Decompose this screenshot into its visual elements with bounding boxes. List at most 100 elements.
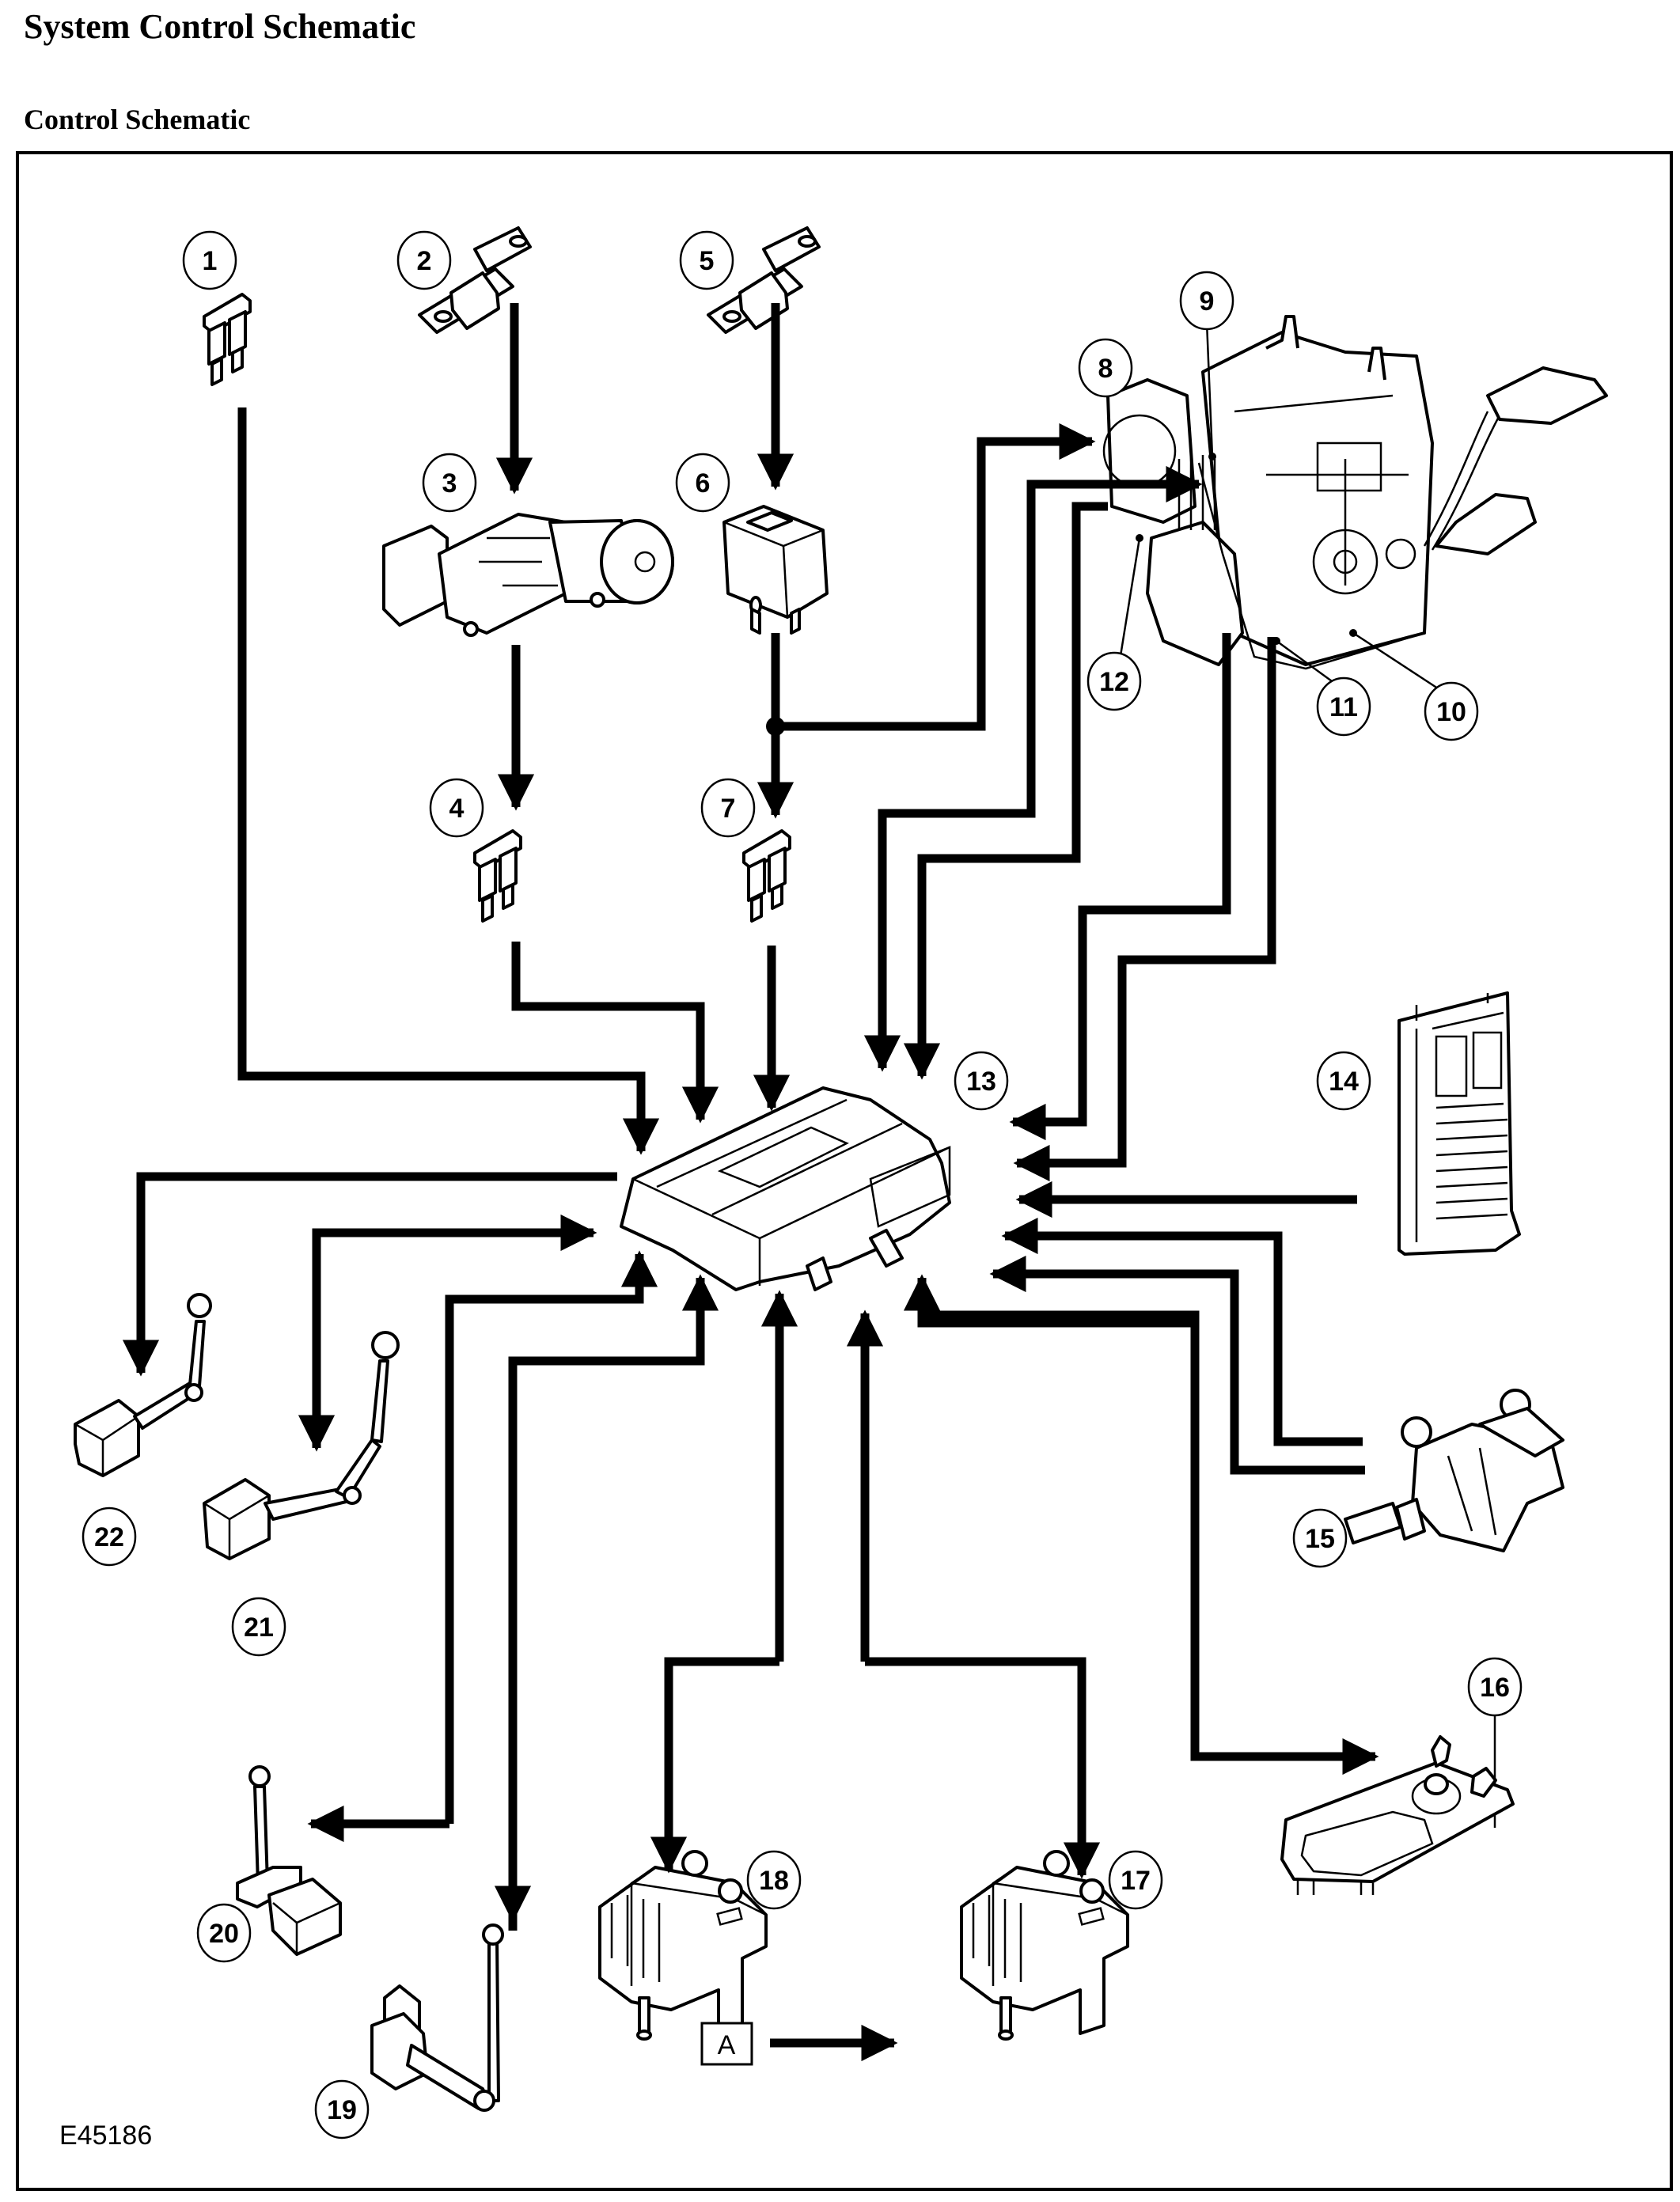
callout-circle xyxy=(429,778,484,838)
component-15-valve-block xyxy=(1344,1389,1564,1552)
component-5-megafuse xyxy=(707,226,821,334)
callout-22: 22 xyxy=(82,1507,137,1567)
callout-4: 4 xyxy=(429,778,484,838)
component-7-fuse xyxy=(742,829,791,923)
wire-20-to-13 xyxy=(445,1250,658,1824)
callout-number: 13 xyxy=(966,1067,996,1097)
callout-circle xyxy=(231,1597,286,1657)
callout-number: 9 xyxy=(1200,286,1215,316)
callout-number: 12 xyxy=(1099,667,1129,697)
wire-16-to-13 xyxy=(903,1274,1200,1329)
callout-circle xyxy=(1078,338,1133,398)
callout-circle xyxy=(422,453,477,513)
callout-number: 1 xyxy=(203,246,218,276)
callout-circle xyxy=(82,1507,137,1567)
wire-10-to-13 xyxy=(1009,633,1231,1141)
wire-1-to-13 xyxy=(237,407,660,1155)
callout-18: 18 xyxy=(746,1850,802,1910)
wire-13-to-21 xyxy=(298,1228,593,1452)
callout-circle xyxy=(1424,681,1479,741)
callout-5: 5 xyxy=(679,230,734,290)
callout-number: 19 xyxy=(327,2095,357,2125)
callout-circle xyxy=(182,230,237,290)
component-13-control-module xyxy=(620,1086,951,1291)
signal-wires xyxy=(122,303,1379,2062)
callout-number: 8 xyxy=(1098,354,1113,384)
callout-10: 10 xyxy=(1424,681,1479,741)
callout-number: 6 xyxy=(696,468,711,498)
figure-frame xyxy=(16,151,1673,2191)
wire-15a-to-13 xyxy=(1001,1217,1363,1446)
callout-15: 15 xyxy=(1292,1508,1348,1568)
callout-number: 3 xyxy=(442,468,457,498)
callout-number: 2 xyxy=(417,246,432,276)
callout-2: 2 xyxy=(396,230,452,290)
wire-4-to-13 xyxy=(511,942,719,1124)
callout-number: 15 xyxy=(1305,1524,1335,1554)
wire-13-to-18 xyxy=(650,1657,779,1874)
view-key: A xyxy=(700,2022,753,2066)
component-19-height-sensor xyxy=(370,1923,504,2112)
wire-15b-to-13 xyxy=(989,1255,1365,1475)
callout-circle xyxy=(954,1051,1009,1111)
callout-1: 1 xyxy=(182,230,237,290)
component-16-switch-panel xyxy=(1280,1735,1515,1895)
component-17-valve-block xyxy=(960,1850,1129,2041)
wire-12-to-13 xyxy=(903,502,1108,1080)
callout-12: 12 xyxy=(1087,651,1142,711)
callout-number: 18 xyxy=(759,1866,789,1896)
callout-number: 22 xyxy=(94,1522,124,1552)
callout-circle xyxy=(1087,651,1142,711)
callout-21: 21 xyxy=(231,1597,286,1657)
callout-circle xyxy=(675,453,730,513)
wire-13-to-17 xyxy=(865,1657,1101,1879)
callout-number: 4 xyxy=(449,794,465,824)
callout-20: 20 xyxy=(196,1903,252,1963)
component-18-valve-block xyxy=(598,1850,768,2041)
wire-11-to-13 xyxy=(1013,637,1276,1182)
callout-6: 6 xyxy=(675,453,730,513)
callout-circle xyxy=(314,2079,370,2139)
callout-13: 13 xyxy=(954,1051,1009,1111)
callout-number: 14 xyxy=(1329,1067,1359,1097)
wire-13-to-22 xyxy=(122,1172,617,1377)
callout-number: 17 xyxy=(1121,1866,1151,1896)
component-6-relay xyxy=(722,505,829,635)
callout-number: 7 xyxy=(721,794,736,824)
section-title: Control Schematic xyxy=(24,104,251,135)
callout-circle xyxy=(1179,271,1234,331)
callout-11: 11 xyxy=(1316,677,1371,737)
callout-number: 20 xyxy=(209,1919,239,1949)
page-title: System Control Schematic xyxy=(24,7,416,46)
callout-3: 3 xyxy=(422,453,477,513)
component-2-megafuse xyxy=(418,226,532,334)
callout-16: 16 xyxy=(1467,1657,1523,1717)
callout-circle xyxy=(196,1903,252,1963)
callout-number: 11 xyxy=(1329,692,1358,722)
callout-17: 17 xyxy=(1108,1850,1163,1910)
component-1-fuse xyxy=(203,293,252,386)
callout-number: 21 xyxy=(244,1613,274,1643)
component-4-fuse xyxy=(473,829,522,923)
callout-19: 19 xyxy=(314,2079,370,2139)
figure-id: E45186 xyxy=(59,2121,152,2151)
callout-circle xyxy=(1292,1508,1348,1568)
component-20-height-sensor xyxy=(236,1765,342,1956)
wire-21-to-13 xyxy=(312,1214,597,1252)
callout-circle xyxy=(746,1850,802,1910)
callout-circle xyxy=(1316,677,1371,737)
component-8-12-air-supply-unit xyxy=(1102,315,1608,670)
callout-circle xyxy=(679,230,734,290)
callout-number: 16 xyxy=(1480,1673,1510,1703)
callout-7: 7 xyxy=(700,778,756,838)
callout-8: 8 xyxy=(1078,338,1133,398)
callout-14: 14 xyxy=(1316,1051,1371,1111)
callout-circle xyxy=(1316,1051,1371,1111)
callout-circle xyxy=(700,778,756,838)
view-key-label: A xyxy=(718,2030,736,2060)
component-14-fuse-box xyxy=(1397,991,1521,1256)
callout-9: 9 xyxy=(1179,271,1234,331)
component-22-height-sensor xyxy=(74,1293,212,1477)
